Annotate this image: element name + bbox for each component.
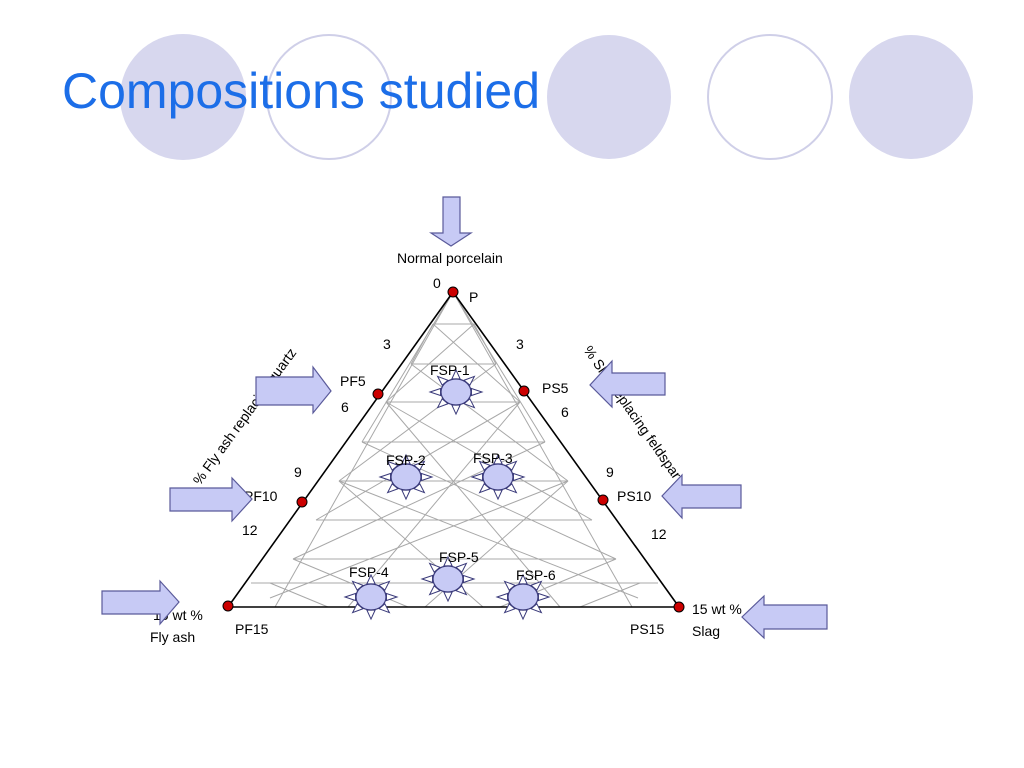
sun-core	[440, 378, 472, 406]
sun-ray	[537, 592, 551, 602]
sun-ray	[493, 489, 503, 501]
right-tick-12: 12	[651, 526, 667, 542]
point-marker-ps5	[518, 385, 530, 397]
sun-ray	[443, 591, 453, 603]
left-tick-9: 9	[294, 464, 302, 480]
apex-point-label: P	[469, 289, 478, 305]
point-marker-pf10	[296, 496, 308, 508]
sun-ray	[343, 592, 357, 602]
arrow-right-pf5-icon	[255, 365, 332, 415]
arrow-right-pf10-icon	[169, 476, 253, 523]
point-marker-pf15	[222, 600, 234, 612]
point-marker-ps10	[597, 494, 609, 506]
block-arrows	[101, 196, 828, 640]
left-tick-6: 6	[341, 399, 349, 415]
apex-label: Normal porcelain	[397, 250, 503, 266]
right-tick-9: 9	[606, 464, 614, 480]
sun-core	[355, 583, 387, 611]
arrow-down-apex-icon	[428, 196, 474, 247]
composition-marker-fsp2	[378, 453, 434, 501]
point-label-pf10: PF10	[244, 488, 278, 504]
deco-circle-1	[120, 34, 246, 160]
ternary-triangle	[226, 290, 681, 608]
arrow-left-ps5-icon	[589, 359, 666, 409]
deco-circle-2	[266, 34, 392, 160]
sun-ray	[366, 609, 376, 621]
sun-ray	[470, 387, 484, 397]
right-tick-3: 3	[516, 336, 524, 352]
sun-core	[390, 463, 422, 491]
arrow-right-pf15-icon	[101, 579, 180, 626]
point-marker-ps15	[673, 601, 685, 613]
composition-marker-fsp6	[495, 573, 551, 621]
point-label-pf15: PF15	[235, 621, 269, 637]
arrow-left-ps15-icon	[741, 594, 828, 640]
composition-label-fsp6: FSP-6	[516, 567, 556, 583]
composition-marker-fsp1	[428, 368, 484, 416]
right-corner-label-line2: Slag	[692, 623, 720, 639]
sun-ray	[420, 472, 434, 482]
composition-marker-fsp4	[343, 573, 399, 621]
decorative-circles	[120, 34, 973, 160]
composition-label-fsp5: FSP-5	[439, 549, 479, 565]
sun-ray	[428, 387, 442, 397]
sun-ray	[512, 472, 526, 482]
deco-circle-4	[707, 34, 833, 160]
sun-ray	[401, 489, 411, 501]
left-axis-title: % Fly ash replacing quartz	[189, 345, 299, 488]
sun-ray	[518, 609, 528, 621]
point-marker-pf5	[372, 388, 384, 400]
composition-label-fsp2: FSP-2	[386, 452, 426, 468]
sun-core	[482, 463, 514, 491]
grid-lines	[251, 291, 658, 608]
left-tick-12: 12	[242, 522, 258, 538]
point-label-pf5: PF5	[340, 373, 366, 389]
sun-ray	[462, 574, 476, 584]
composition-label-fsp3: FSP-3	[473, 450, 513, 466]
right-tick-6: 6	[561, 404, 569, 420]
left-corner-label-line2: Fly ash	[150, 629, 195, 645]
point-label-ps5: PS5	[542, 380, 569, 396]
red-points	[222, 286, 685, 613]
point-marker-p	[447, 286, 459, 298]
composition-label-fsp4: FSP-4	[349, 564, 389, 580]
sun-core	[432, 565, 464, 593]
composition-markers	[343, 368, 551, 621]
arrow-left-ps10-icon	[661, 473, 742, 520]
point-label-ps10: PS10	[617, 488, 651, 504]
deco-circle-5	[849, 35, 973, 159]
right-axis-title: % Slag replacing feldspar	[581, 343, 685, 483]
composition-marker-fsp5	[420, 555, 476, 603]
sun-core	[507, 583, 539, 611]
sun-ray	[420, 574, 434, 584]
composition-marker-fsp3	[470, 453, 526, 501]
point-label-ps15: PS15	[630, 621, 664, 637]
apex-value: 0	[433, 275, 441, 291]
left-tick-3: 3	[383, 336, 391, 352]
sun-ray	[470, 472, 484, 482]
sun-ray	[495, 592, 509, 602]
sun-ray	[385, 592, 399, 602]
slide-title: Compositions studied	[62, 63, 541, 119]
composition-label-fsp1: FSP-1	[430, 362, 470, 378]
sun-ray	[451, 404, 461, 416]
right-corner-label-line1: 15 wt %	[692, 601, 742, 617]
deco-circle-3	[547, 35, 671, 159]
